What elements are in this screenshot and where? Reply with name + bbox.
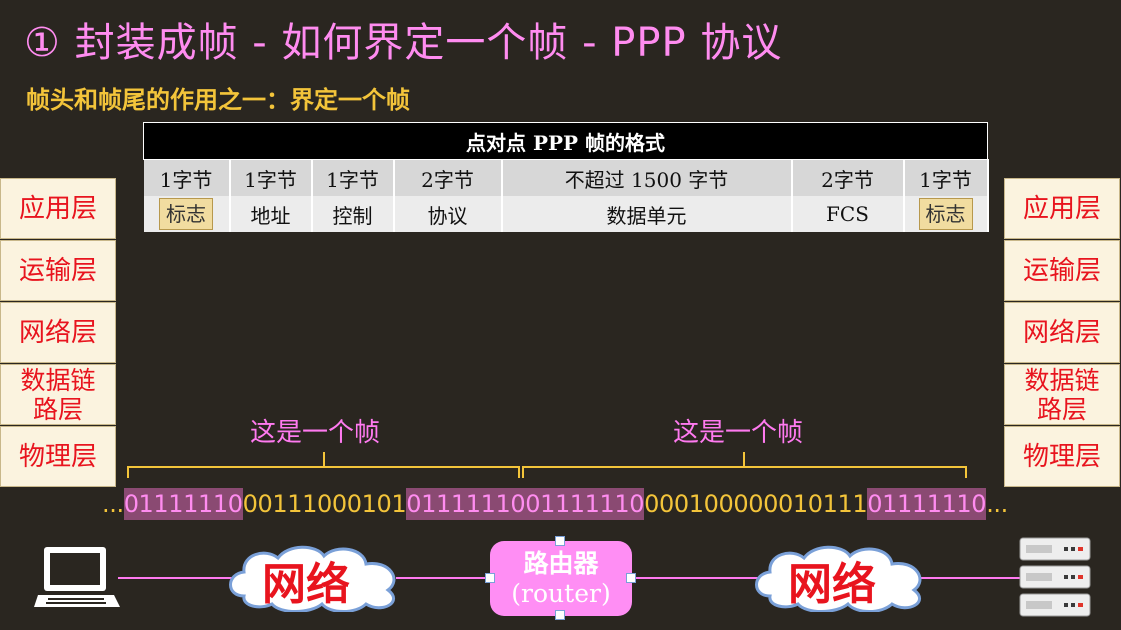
- laptop-icon: [34, 547, 120, 607]
- router-sublabel: (router): [511, 578, 611, 608]
- server-rack-icon: [1019, 537, 1091, 617]
- layer-network: 网络层: [0, 302, 116, 363]
- layer-datalink: 数据链 路层: [0, 364, 116, 425]
- selection-handle[interactable]: [485, 573, 495, 583]
- brace-label-left: 这是一个帧: [250, 418, 381, 448]
- link-line: [630, 577, 760, 579]
- router-label: 路由器: [523, 548, 599, 578]
- cloud-icon: [755, 545, 922, 612]
- link-line: [918, 577, 1020, 579]
- router-box[interactable]: 路由器 (router): [490, 541, 632, 616]
- selection-handle[interactable]: [626, 573, 636, 583]
- size-cell: 1字节: [143, 159, 231, 196]
- ppp-frame-format-table: 点对点 PPP 帧的格式 1字节 1字节 1字节 2字节 不超过 1500 字节…: [142, 122, 989, 232]
- flag-bits: 01111110: [867, 488, 987, 520]
- frame-format-header: 点对点 PPP 帧的格式: [142, 122, 989, 160]
- size-cell: 1字节: [903, 159, 989, 196]
- layer-stack-left: 应用层 运输层 网络层 数据链 路层 物理层: [0, 178, 116, 488]
- field-cell: 数据单元: [501, 196, 793, 232]
- selection-handle[interactable]: [555, 536, 565, 546]
- layer-application: 应用层: [1004, 178, 1120, 239]
- layer-physical: 物理层: [0, 426, 116, 487]
- brace-right: [522, 452, 967, 478]
- layer-network: 网络层: [1004, 302, 1120, 363]
- brace-left: [127, 452, 520, 478]
- cloud-label-left: 网络: [262, 559, 350, 610]
- cloud-label-right: 网络: [788, 559, 876, 610]
- slide-title: ① 封装成帧 - 如何界定一个帧 - PPP 协议: [24, 20, 783, 66]
- link-line: [118, 577, 244, 579]
- brace-label-right: 这是一个帧: [673, 418, 804, 448]
- cloud-icon: [229, 545, 396, 612]
- field-cell-flag: 标志: [143, 196, 231, 232]
- size-cell: 2字节: [393, 159, 503, 196]
- flag-bits: 01111110: [123, 488, 243, 520]
- payload-bits: 00111000101: [242, 490, 407, 518]
- slide-subtitle: 帧头和帧尾的作用之一：界定一个帧: [26, 85, 410, 114]
- field-cell: FCS: [791, 196, 905, 232]
- field-cell: 地址: [229, 196, 313, 232]
- field-cell: 控制: [311, 196, 395, 232]
- size-cell: 1字节: [229, 159, 313, 196]
- bits-leading-dots: ...: [102, 490, 124, 518]
- flag-bits: 01111110: [525, 488, 645, 520]
- selection-handle[interactable]: [555, 610, 565, 620]
- field-cell-flag: 标志: [903, 196, 989, 232]
- layer-transport: 运输层: [0, 240, 116, 301]
- payload-bits: 000100000010111: [644, 490, 868, 518]
- layer-stack-right: 应用层 运输层 网络层 数据链 路层 物理层: [1004, 178, 1120, 488]
- flag-label: 标志: [918, 198, 973, 230]
- layer-application: 应用层: [0, 178, 116, 239]
- layer-datalink: 数据链 路层: [1004, 364, 1120, 425]
- layer-physical: 物理层: [1004, 426, 1120, 487]
- size-cell: 不超过 1500 字节: [501, 159, 793, 196]
- field-cell: 协议: [393, 196, 503, 232]
- size-cell: 1字节: [311, 159, 395, 196]
- flag-bits: 01111110: [406, 488, 526, 520]
- link-line: [396, 577, 492, 579]
- flag-label: 标志: [159, 198, 213, 230]
- bit-stream: ...0111111000111000101011111100111111000…: [102, 488, 1008, 520]
- size-cell: 2字节: [791, 159, 905, 196]
- bits-trailing-dots: ...: [986, 490, 1008, 518]
- layer-transport: 运输层: [1004, 240, 1120, 301]
